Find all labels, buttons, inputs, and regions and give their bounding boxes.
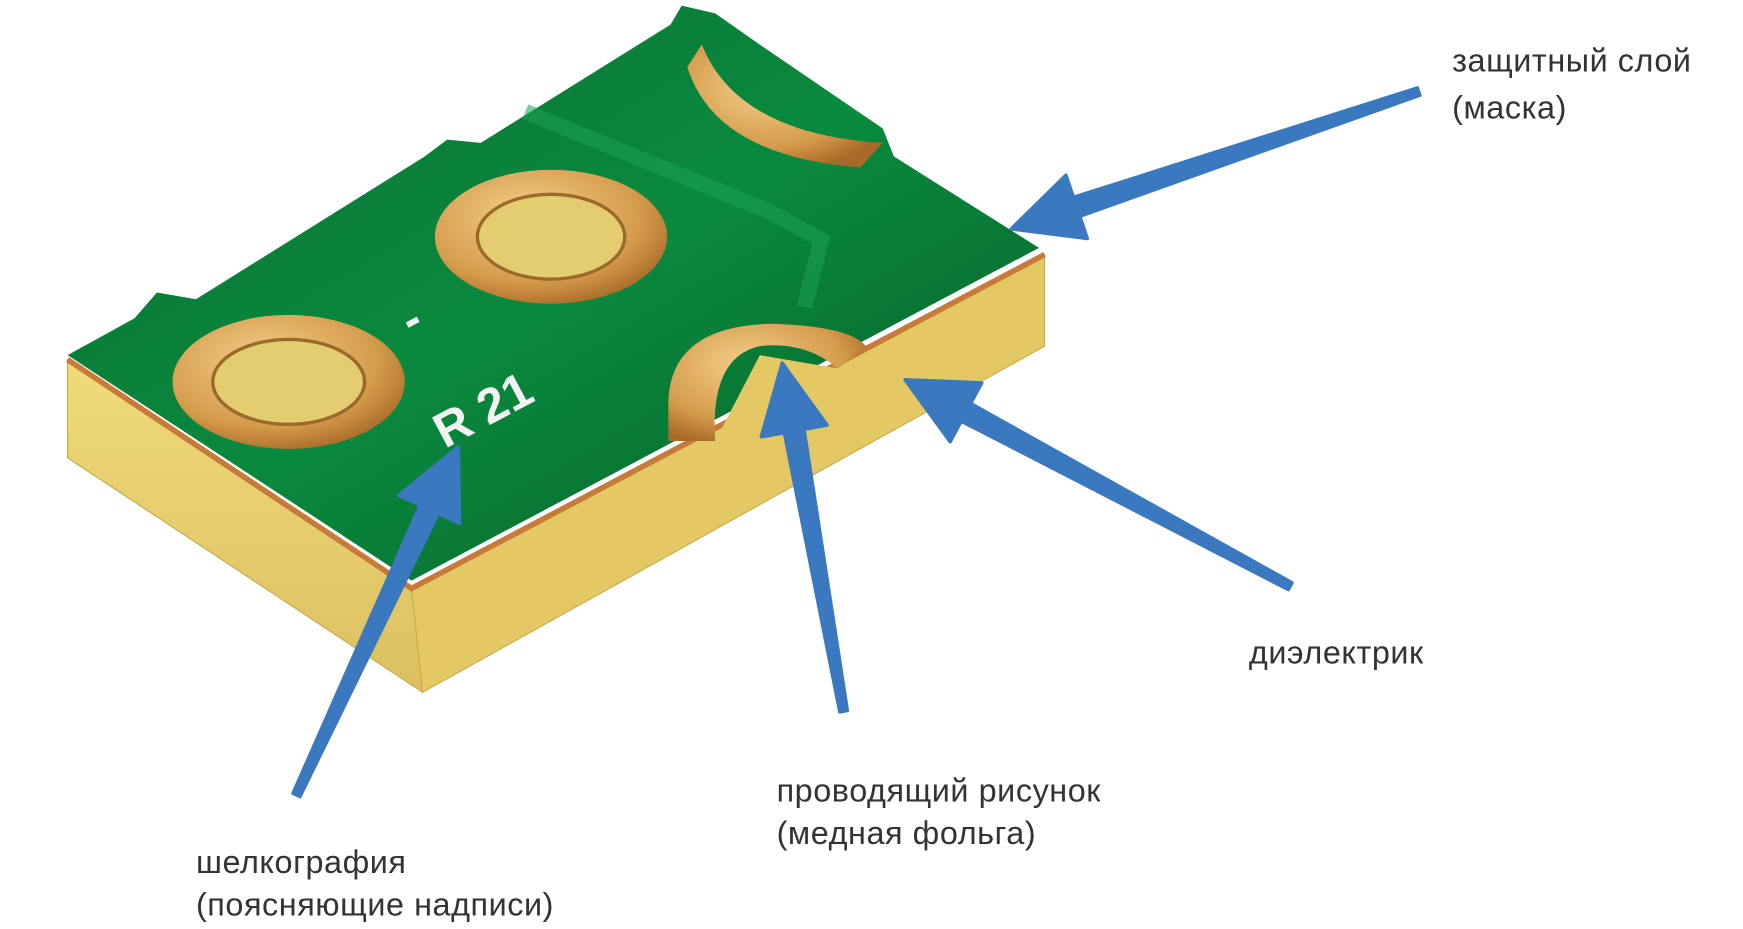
label-mask-line1: защитный слой xyxy=(1452,42,1691,78)
label-copper-line2: (медная фольга) xyxy=(777,815,1037,851)
arrows xyxy=(291,86,1422,799)
label-silkscreen-line2: (поясняющие надписи) xyxy=(196,887,554,923)
label-copper-line1: проводящий рисунок xyxy=(777,773,1102,809)
arrow-silkscreen xyxy=(291,444,462,799)
copper-edge xyxy=(66,252,1046,592)
mask-ridge xyxy=(522,104,831,309)
copper-pad-left xyxy=(172,314,405,449)
pcb-board: - R 21 xyxy=(66,5,1046,694)
label-silkscreen-line1: шелкография xyxy=(196,844,407,880)
arrow-dielectric xyxy=(903,377,1294,592)
label-copper: проводящий рисунок (медная фольга) xyxy=(777,773,1102,851)
label-dielectric: диэлектрик xyxy=(1249,634,1424,670)
label-mask-line2: (маска) xyxy=(1452,89,1567,125)
arrow-copper xyxy=(759,361,850,714)
label-silkscreen: шелкография (поясняющие надписи) xyxy=(196,844,554,922)
label-mask: защитный слой (маска) xyxy=(1452,42,1691,125)
copper-notch-top xyxy=(687,44,883,168)
copper-notch-bottom xyxy=(668,323,866,442)
label-dielectric-line1: диэлектрик xyxy=(1249,634,1424,670)
copper-pad-middle xyxy=(434,169,668,304)
arrow-mask xyxy=(1009,86,1422,241)
